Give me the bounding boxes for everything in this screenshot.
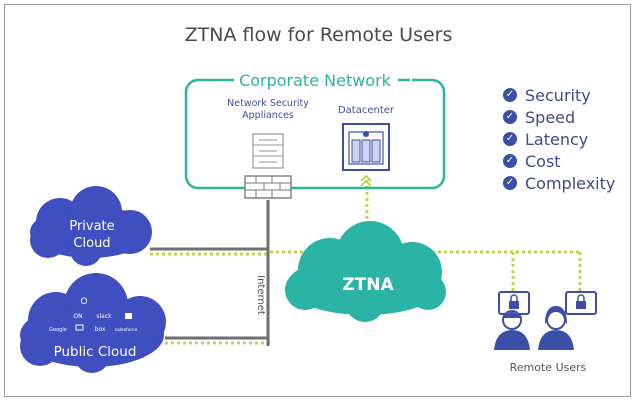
benefit-item: ✓ Security bbox=[503, 84, 615, 106]
monitor-icon bbox=[75, 324, 84, 331]
server-icon bbox=[252, 133, 284, 169]
benefit-label: Security bbox=[525, 85, 591, 105]
remote-users-icon bbox=[494, 291, 597, 350]
logo-slack: slack bbox=[96, 313, 112, 320]
private-cloud bbox=[30, 186, 152, 266]
benefit-label: Complexity bbox=[525, 173, 616, 193]
public-cloud bbox=[20, 273, 166, 373]
benefit-label: Cost bbox=[525, 151, 561, 171]
benefits-list: ✓ Security ✓ Speed ✓ Latency ✓ Cost ✓ Co… bbox=[503, 84, 615, 194]
remote-users-label: Remote Users bbox=[510, 361, 587, 374]
benefit-item: ✓ Complexity bbox=[503, 172, 615, 194]
benefit-label: Speed bbox=[525, 107, 576, 127]
nsa-label-line2: Appliances bbox=[242, 110, 294, 121]
logo-salesforce: salesforce bbox=[115, 327, 138, 333]
firewall-icon bbox=[244, 175, 292, 199]
corporate-network-label: Corporate Network bbox=[239, 71, 392, 90]
logo-google: Google bbox=[49, 327, 67, 333]
check-circle-icon: ✓ bbox=[503, 176, 517, 190]
check-circle-icon: ✓ bbox=[503, 154, 517, 168]
internet-label: Internet bbox=[255, 275, 266, 315]
ztna-label: ZTNA bbox=[342, 275, 394, 295]
benefit-item: ✓ Cost bbox=[503, 150, 615, 172]
app-icon bbox=[125, 313, 132, 319]
diagram-title: ZTNA flow for Remote Users bbox=[184, 24, 453, 46]
check-circle-icon: ✓ bbox=[503, 132, 517, 146]
benefit-item: ✓ Latency bbox=[503, 128, 615, 150]
check-circle-icon: ✓ bbox=[503, 88, 517, 102]
corporate-network-box bbox=[184, 78, 446, 190]
check-circle-icon: ✓ bbox=[503, 110, 517, 124]
private-cloud-label-line1: Private bbox=[69, 219, 114, 234]
link-chevrons bbox=[360, 174, 372, 187]
logo-on: ON bbox=[73, 313, 82, 320]
internet-lines bbox=[150, 200, 270, 346]
benefit-label: Latency bbox=[525, 129, 589, 149]
datacenter-label: Datacenter bbox=[338, 105, 395, 116]
logo-office: O bbox=[80, 297, 87, 307]
datacenter-icon bbox=[342, 123, 390, 171]
benefit-item: ✓ Speed bbox=[503, 106, 615, 128]
logo-box: box bbox=[95, 326, 106, 333]
public-cloud-label: Public Cloud bbox=[54, 344, 137, 360]
private-cloud-label-line2: Cloud bbox=[73, 236, 110, 251]
ztna-cloud bbox=[285, 221, 446, 322]
nsa-label-line1: Network Security bbox=[227, 98, 309, 109]
